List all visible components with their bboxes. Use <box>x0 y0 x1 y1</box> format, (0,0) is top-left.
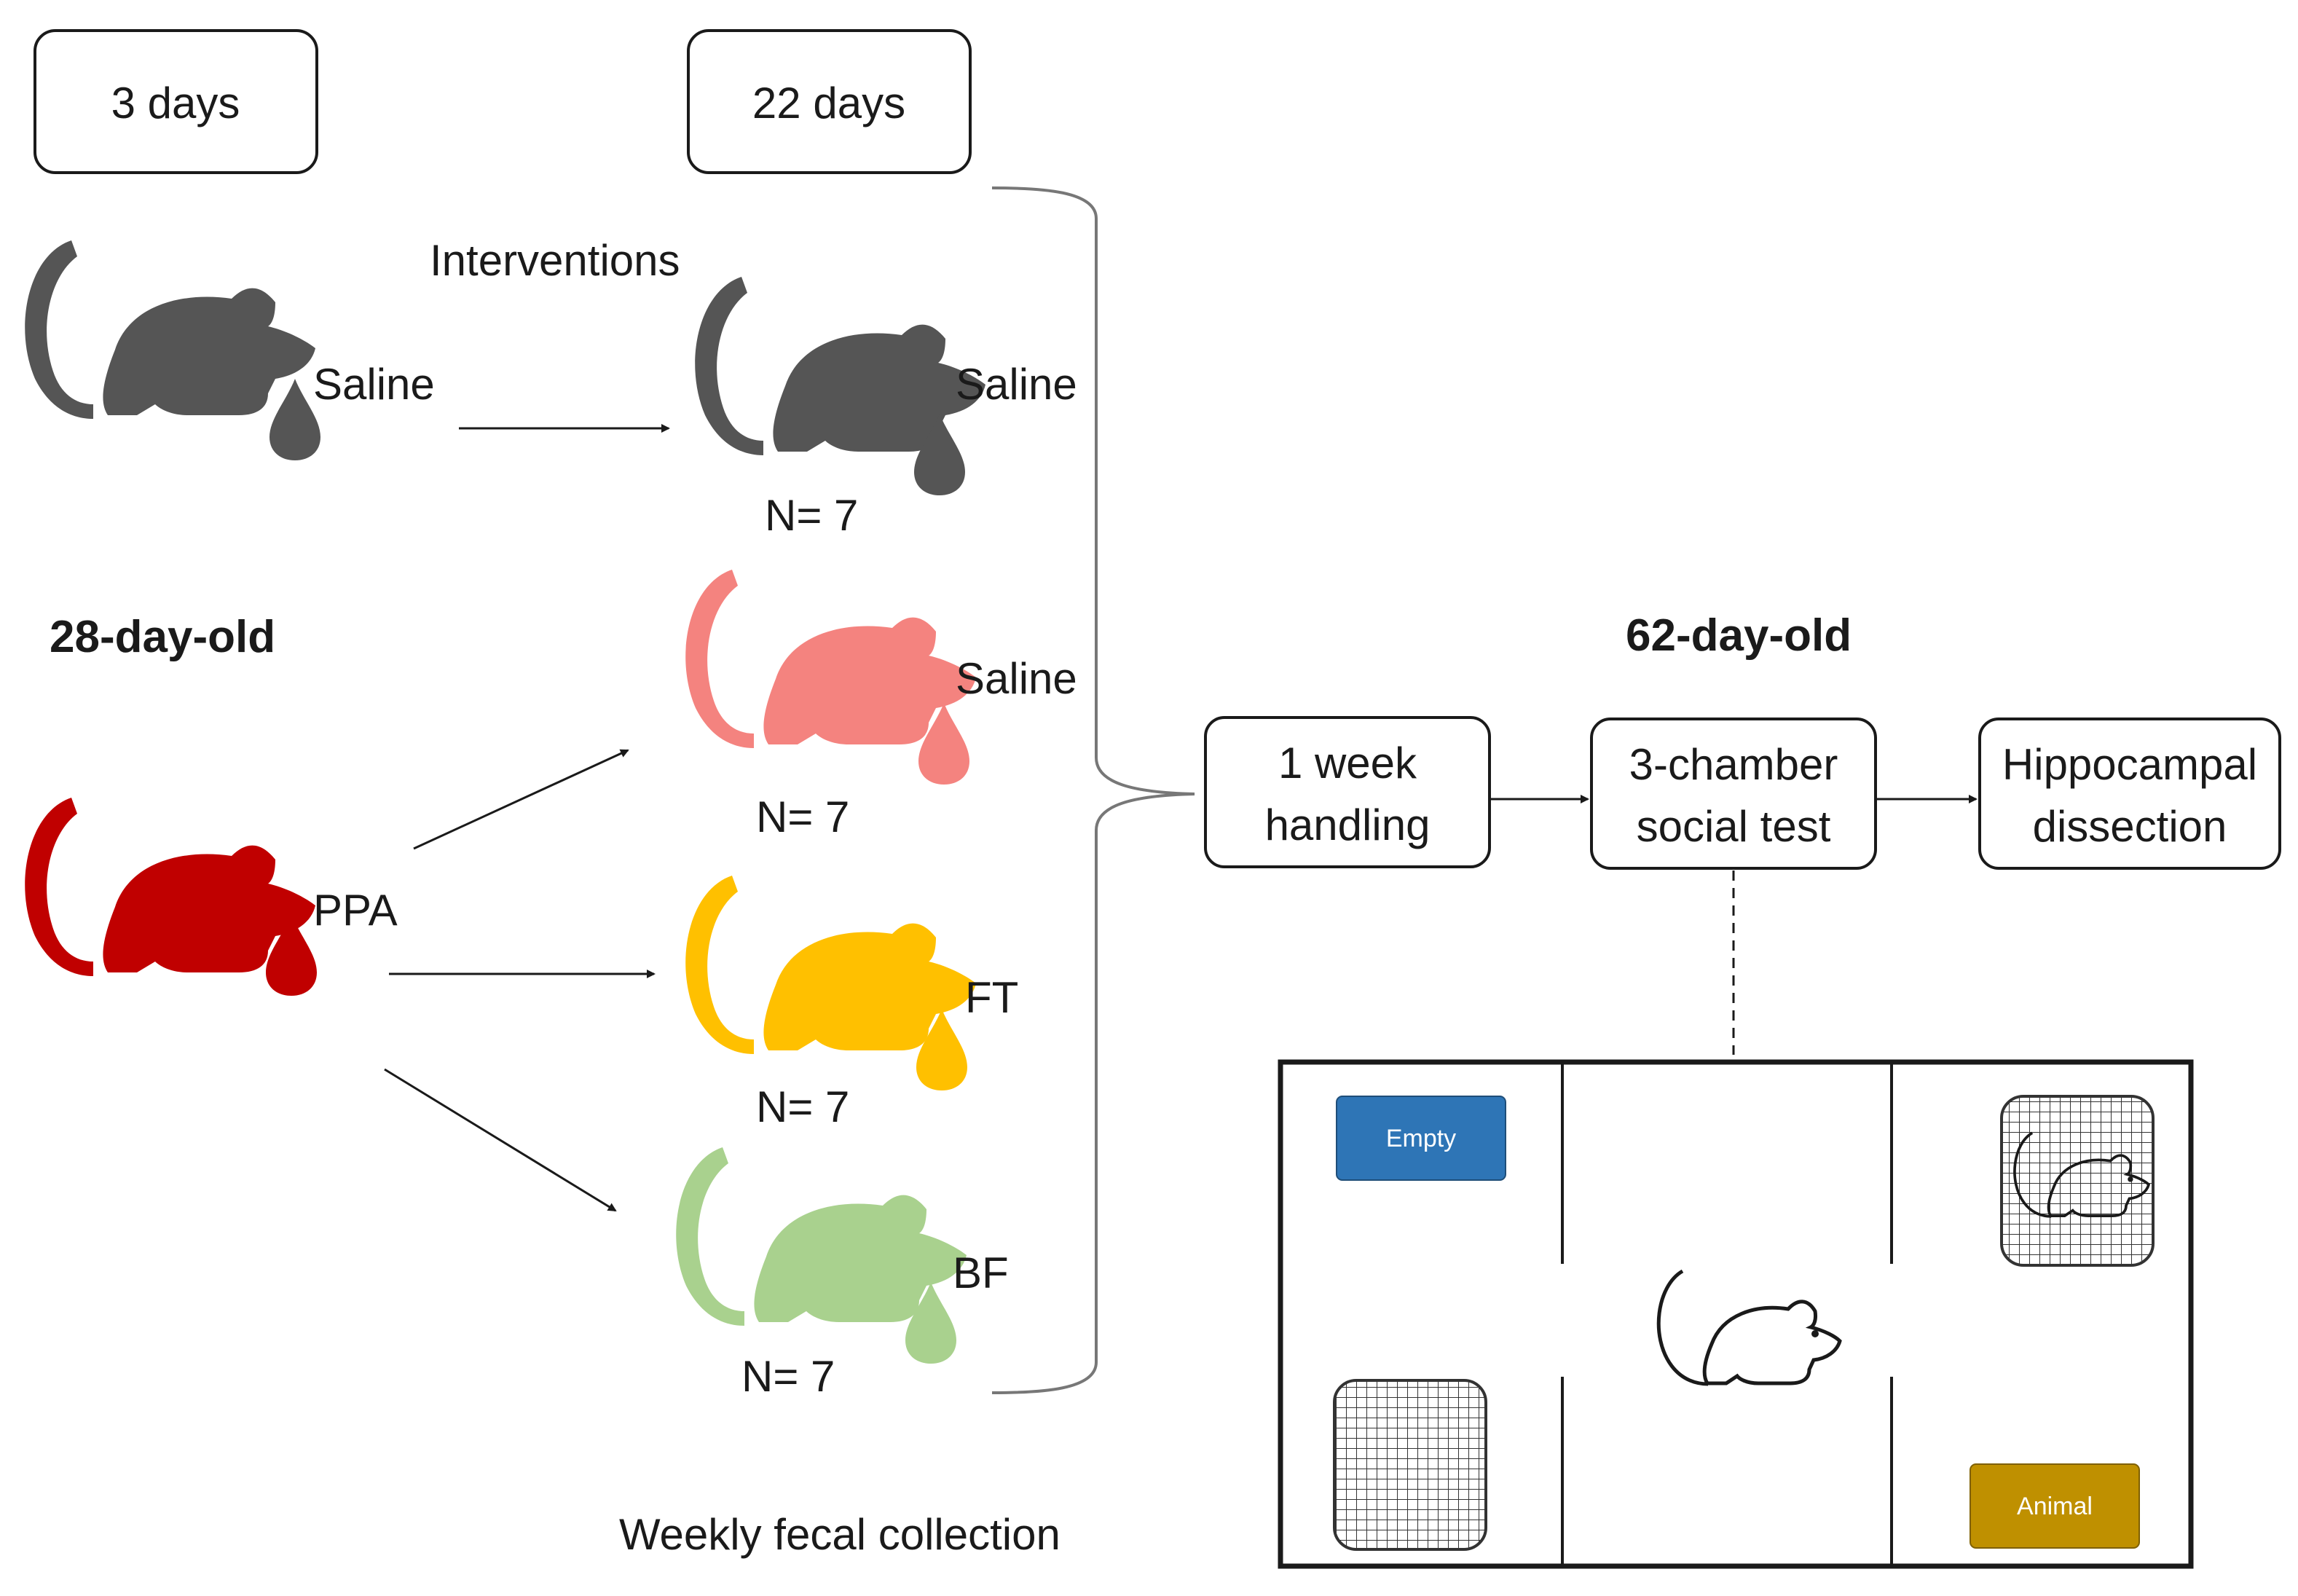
duration-label-3-days: 3 days <box>111 79 240 127</box>
age-start-label: 28-day-old <box>50 612 275 662</box>
wire-cage-bottom-left <box>1333 1379 1487 1551</box>
left-saline-label: Saline <box>313 360 435 409</box>
right-group-1-n: N= 7 <box>765 491 858 540</box>
arrow-ppa-to-bf <box>384 1068 617 1212</box>
step-box-handling: 1 week handling <box>1204 716 1491 868</box>
left-saline-rat-icon <box>25 240 315 419</box>
step-box-social-test: 3-chamber social test <box>1590 718 1877 870</box>
right-group-3-label: FT <box>965 973 1018 1022</box>
step-social-line-2: social test <box>1637 802 1831 851</box>
right-group-1-label: Saline <box>956 360 1077 409</box>
empty-cage-marker: Empty <box>1336 1096 1506 1181</box>
interventions-label: Interventions <box>430 236 680 285</box>
left-ppa-rat-icon <box>25 798 315 976</box>
three-chamber-apparatus: Empty Animal <box>1278 1059 2194 1569</box>
wire-cage-top-right <box>2000 1095 2155 1267</box>
right-group-4-label: BF <box>953 1249 1009 1297</box>
animal-cage-marker: Animal <box>1970 1463 2140 1549</box>
right-group-2-n: N= 7 <box>756 793 849 841</box>
duration-label-22-days: 22 days <box>752 79 905 127</box>
right-group-2-label: Saline <box>956 654 1077 703</box>
right-ft-rat-icon <box>685 876 976 1054</box>
duration-box-3-days: 3 days <box>34 29 318 174</box>
age-end-label: 62-day-old <box>1626 610 1852 661</box>
step-box-dissection: Hippocampal dissection <box>1978 718 2281 870</box>
grouping-bracket <box>991 186 1195 1394</box>
step-social-line-1: 3-chamber <box>1629 740 1838 789</box>
animal-label: Animal <box>2017 1493 2093 1520</box>
right-group-4-n: N= 7 <box>741 1352 835 1401</box>
fecal-collection-label: Weekly fecal collection <box>619 1510 1061 1559</box>
right-saline-pink-rat-icon <box>685 570 976 748</box>
empty-label: Empty <box>1386 1125 1456 1152</box>
step-dissection-line-2: dissection <box>2033 802 2227 851</box>
step-dissection-line-1: Hippocampal <box>2002 740 2257 789</box>
left-ppa-label: PPA <box>313 886 398 935</box>
right-group-3-n: N= 7 <box>756 1082 849 1131</box>
step-handling-line-2: handling <box>1265 801 1431 849</box>
duration-box-22-days: 22 days <box>687 29 972 174</box>
step-handling-line-1: 1 week <box>1278 739 1417 787</box>
arrow-ppa-to-saline <box>413 749 629 850</box>
